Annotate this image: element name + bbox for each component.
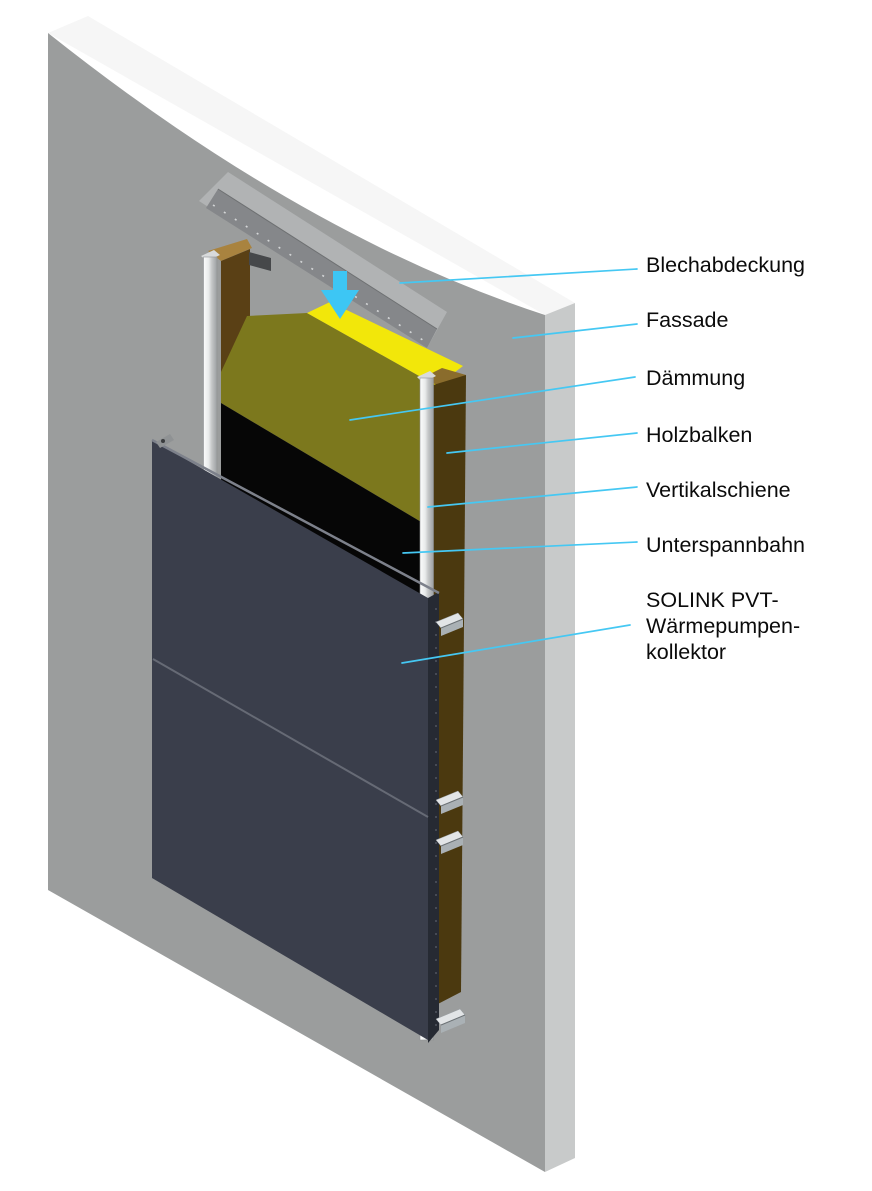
- label-daemmung: Dämmung: [646, 366, 745, 390]
- mounting-bracket-2: [435, 790, 464, 814]
- pvt-panel-front: [152, 440, 428, 1040]
- holzbalken-left-top-face: [208, 239, 252, 261]
- daemmung-insulation-front: [221, 313, 437, 529]
- leader-blechabdeckung: [399, 268, 638, 284]
- leader-daemmung: [349, 376, 636, 421]
- bracket-front: [441, 619, 463, 636]
- bracket-detail: [440, 796, 464, 807]
- label-solink-line-3: kollektor: [646, 640, 726, 664]
- holzbalken-left-clip: [249, 252, 271, 271]
- daemmung-insulation-top: [307, 302, 463, 386]
- leader-holzbalken: [446, 432, 638, 454]
- bracket-detail: [440, 1014, 466, 1026]
- bracket-front: [441, 1015, 465, 1033]
- label-fassade: Fassade: [646, 308, 728, 332]
- vertikalschiene-left: [201, 250, 220, 480]
- arrow-stem: [333, 271, 347, 291]
- pvt-panel-side: [428, 592, 439, 1043]
- pvt-panel-seam: [152, 658, 429, 818]
- mounting-bracket-4: [435, 1008, 466, 1033]
- leader-vertikalschiene: [427, 486, 638, 508]
- holzbalken-left-front-face: [221, 249, 250, 380]
- mounting-bracket-3: [435, 830, 464, 854]
- blechabdeckung-cover: [199, 172, 447, 348]
- vertikalschiene-left-profile: [203, 256, 218, 480]
- label-solink-line-2: Wärmepumpen-: [646, 614, 800, 638]
- unterspannbahn-membrane: [221, 403, 433, 602]
- leader-unterspannbahn: [402, 541, 638, 554]
- bracket-detail: [440, 836, 464, 847]
- label-vertikalschiene: Vertikalschiene: [646, 478, 791, 502]
- bracket-front: [441, 837, 463, 854]
- bracket-front: [441, 797, 463, 814]
- label-holzbalken: Holzbalken: [646, 423, 752, 447]
- blechabdeckung-fold-edge: [217, 188, 438, 330]
- bracket-detail: [440, 618, 464, 629]
- label-blechabdeckung: Blechabdeckung: [646, 253, 805, 277]
- pvt-collector-panel: [151, 434, 440, 1043]
- fassade-wall-top-face: [48, 16, 575, 315]
- pvt-panel-top-edge: [151, 438, 440, 595]
- label-unterspannbahn: Unterspannbahn: [646, 533, 805, 557]
- label-solink-line-1: SOLINK PVT-: [646, 588, 779, 612]
- insert-direction-arrow-icon: [321, 271, 359, 319]
- fassade-wall-side: [545, 303, 575, 1172]
- pvt-panel-corner-bolt: [161, 439, 165, 443]
- leader-fassade: [512, 323, 638, 339]
- holzbalken-left: [208, 239, 271, 380]
- blechabdeckung-front-face: [206, 189, 437, 348]
- mounting-bracket-1: [435, 612, 464, 636]
- leader-solink-kollektor: [401, 624, 631, 664]
- arrow-head: [321, 290, 359, 319]
